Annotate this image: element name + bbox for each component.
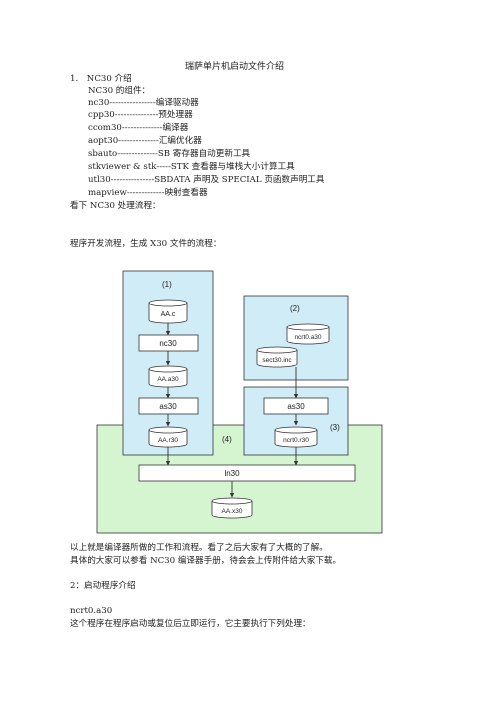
file-ncrt0-a30: ncrt0.a30 xyxy=(286,323,330,345)
tool-nc30: nc30 xyxy=(138,334,199,352)
group-label-3: (3) xyxy=(330,423,340,432)
file-aa-c: AA.c xyxy=(148,299,188,324)
flow-intro: 程序开发流程，生成 X30 文件的流程： xyxy=(70,239,222,249)
svg-text:AA.r30: AA.r30 xyxy=(158,437,178,444)
component-line: mapview-------------映射查看器 xyxy=(88,188,208,198)
component-line: aopt30--------------汇编优化器 xyxy=(88,136,202,146)
svg-text:as30: as30 xyxy=(159,402,177,411)
component-line: stkviewer & stk-----STK 查看器与堆栈大小计算工具 xyxy=(88,162,295,172)
summary-line-1: 以上就是编译器所做的工作和流程。看了之后大家有了大概的了解。 xyxy=(70,543,328,553)
group-label-2: (2) xyxy=(290,304,300,313)
group-label-1: (1) xyxy=(162,280,172,289)
group-label-4: (4) xyxy=(222,435,232,444)
svg-text:ln30: ln30 xyxy=(224,469,240,478)
file-aa-x30: AA.x30 xyxy=(211,497,253,519)
component-line: ccom30--------------编译器 xyxy=(88,123,189,133)
tool-as30-left: as30 xyxy=(138,397,199,415)
file-sect30-inc: sect30.inc xyxy=(256,346,298,368)
components-heading: NC30 的组件： xyxy=(88,86,151,96)
svg-text:ncrt0.a30: ncrt0.a30 xyxy=(294,334,321,341)
svg-text:AA.a30: AA.a30 xyxy=(157,376,179,383)
svg-text:as30: as30 xyxy=(287,402,305,411)
section-heading-startup: 2：启动程序介绍 xyxy=(70,581,136,591)
file-aa-r30: AA.r30 xyxy=(148,426,188,448)
component-line: sbauto--------------SB 寄存器自动更新工具 xyxy=(88,149,251,159)
component-line: nc30----------------编译驱动器 xyxy=(88,98,199,108)
section-heading-nc30: 1. NC30 介绍 xyxy=(70,74,132,84)
file-aa-a30: AA.a30 xyxy=(148,365,188,388)
svg-text:sect30.inc: sect30.inc xyxy=(262,357,292,364)
ncrt-heading: ncrt0.a30 xyxy=(70,606,113,616)
summary-line-2: 具体的大家可以参看 NC30 编译器手册，待会会上传附件给大家下载。 xyxy=(70,556,342,566)
process-intro: 看下 NC30 处理流程： xyxy=(70,201,161,211)
svg-text:ncrt0.r30: ncrt0.r30 xyxy=(283,437,309,444)
file-ncrt0-r30: ncrt0.r30 xyxy=(274,426,318,448)
ncrt-description: 这个程序在程序启动或复位后立即运行，它主要执行下列处理： xyxy=(70,619,311,629)
tool-as30-right: as30 xyxy=(263,397,329,415)
page-title: 瑞萨单片机启动文件介绍 xyxy=(185,62,285,72)
svg-text:nc30: nc30 xyxy=(159,339,177,348)
component-line: cpp30---------------预处理器 xyxy=(88,110,193,120)
component-line: utl30---------------SBDATA 声明及 SPECIAL 页… xyxy=(88,175,325,185)
svg-text:AA.c: AA.c xyxy=(161,311,176,318)
svg-text:AA.x30: AA.x30 xyxy=(222,508,243,515)
tool-ln30: ln30 xyxy=(138,464,356,482)
